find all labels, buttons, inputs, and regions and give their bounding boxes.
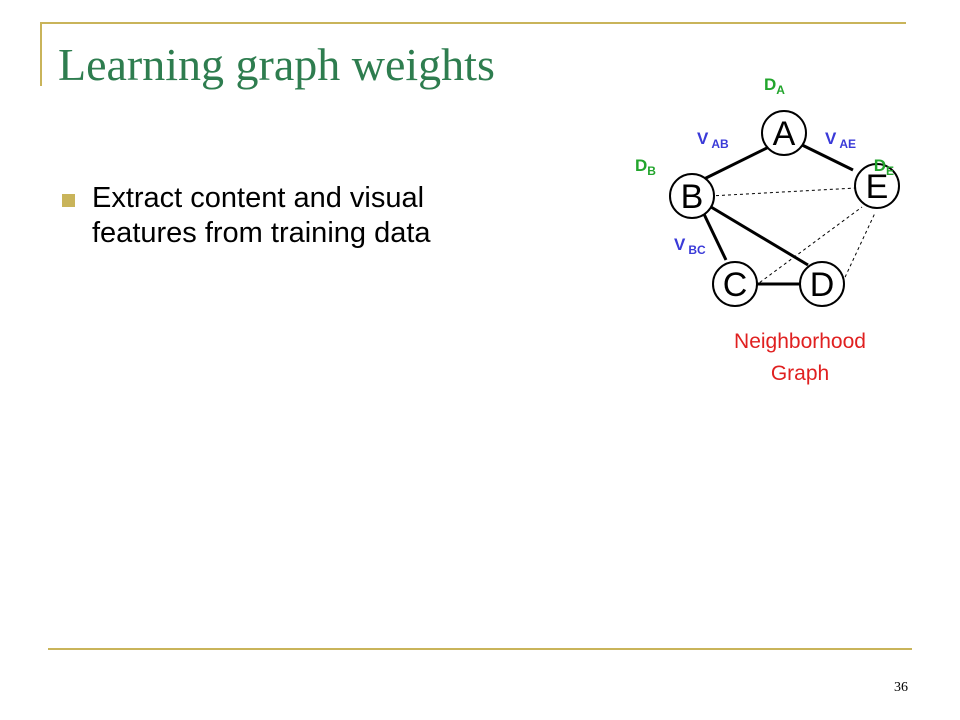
page-number: 36 — [894, 680, 908, 695]
bottom-rule — [48, 648, 912, 650]
label-v-bc-sub: BC — [688, 243, 706, 257]
node-A: A — [761, 110, 807, 156]
edge-D-E — [839, 212, 876, 289]
node-B-label: B — [681, 178, 704, 216]
node-A-label: A — [773, 115, 796, 153]
bullet-marker — [62, 194, 75, 207]
label-v-ab-sub: AB — [711, 137, 729, 151]
graph-caption-line-2: Graph — [771, 362, 829, 385]
bullet-line-2: features from training data — [92, 217, 431, 249]
slide-title: Learning graph weights — [58, 39, 495, 90]
label-v-ae-main: V — [825, 129, 837, 148]
graph-caption-line-1: Neighborhood — [734, 330, 866, 353]
label-d-e-main: D — [874, 156, 886, 175]
edge-C-E — [754, 206, 863, 287]
top-rule — [40, 22, 906, 24]
label-d-b-main: D — [635, 156, 647, 175]
label-v-ab-main: V — [697, 129, 709, 148]
label-v-ae-sub: AE — [839, 137, 856, 151]
node-E-label: E — [866, 168, 889, 206]
node-E: E — [854, 163, 900, 209]
edge-A-E — [795, 140, 854, 172]
node-C: C — [712, 261, 758, 307]
node-D: D — [799, 261, 845, 307]
label-d-b: DB — [635, 156, 656, 178]
edge-B-E — [709, 187, 857, 197]
label-v-bc-main: V — [674, 235, 686, 254]
node-D-label: D — [810, 266, 835, 304]
node-C-label: C — [723, 266, 748, 304]
node-B: B — [669, 173, 715, 219]
bullet-text: Extract content and visual features from… — [92, 181, 572, 251]
edge-B-D — [710, 205, 809, 267]
label-d-b-sub: B — [647, 164, 656, 178]
label-d-e: DE — [874, 156, 894, 178]
label-d-a: DA — [764, 75, 785, 97]
left-rule — [40, 22, 42, 86]
edge-B-C — [701, 211, 728, 261]
label-d-a-main: D — [764, 75, 776, 94]
bullet-line-1: Extract content and visual — [92, 182, 425, 214]
label-d-e-sub: E — [886, 164, 894, 178]
label-d-a-sub: A — [776, 83, 785, 97]
